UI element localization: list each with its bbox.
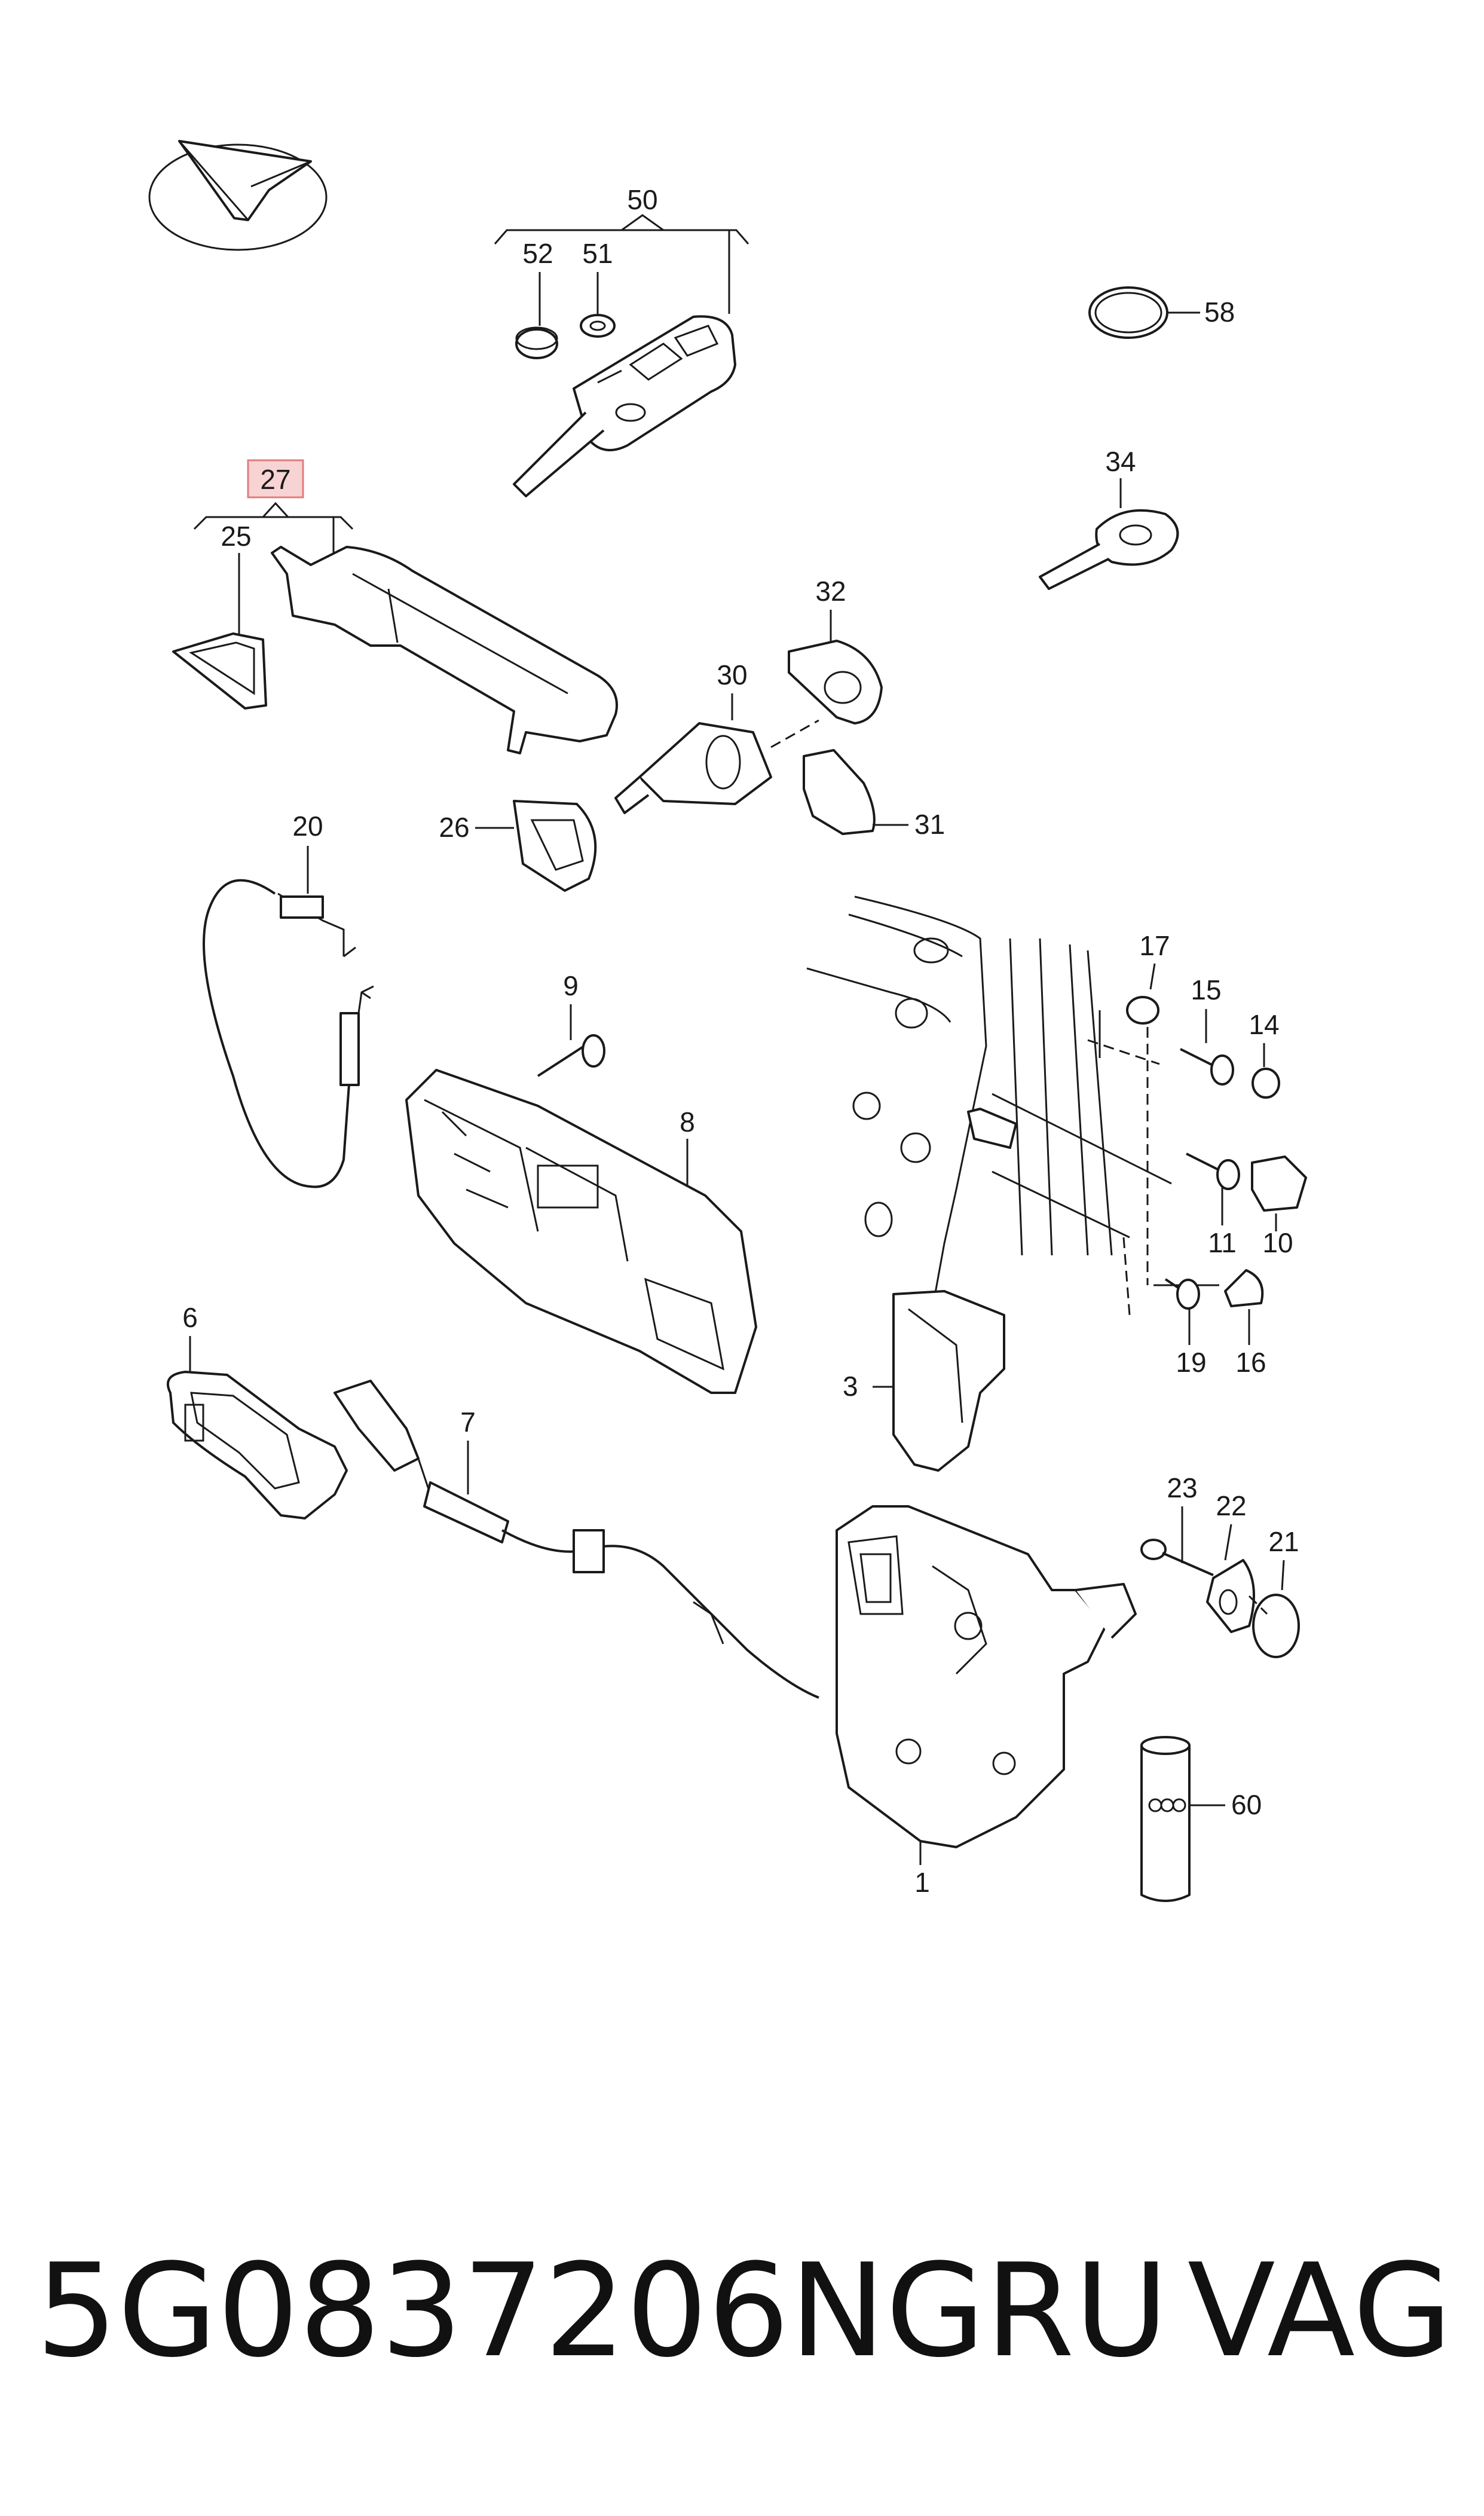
callout-16: 16 (1235, 1347, 1266, 1378)
cylinder-seal: 26 (439, 800, 597, 892)
exterior-door-handle (271, 546, 618, 754)
callout-6: 6 (182, 1302, 198, 1333)
callout-30: 30 (717, 659, 747, 690)
cap (1252, 1068, 1280, 1099)
callout-7: 7 (460, 1407, 476, 1438)
coin-battery (515, 328, 558, 359)
callout-17: 17 (1139, 930, 1170, 961)
callout-26: 26 (439, 812, 469, 843)
cover-cap (1251, 1155, 1307, 1212)
door-lock: 1 (836, 1505, 1137, 1898)
direction-arrow-icon (148, 140, 328, 251)
handle-trim: 31 (803, 749, 945, 840)
handle-carrier: 8 (405, 1069, 757, 1394)
interior-door-handle: 6 (166, 1302, 348, 1520)
lock-bracket: 3 (843, 1290, 1005, 1472)
screw: 9 (537, 970, 605, 1077)
callout-23: 23 (1167, 1472, 1197, 1503)
release-cable: 7 (333, 1380, 819, 1699)
emergency-key: 34 (1039, 446, 1179, 590)
callout-11: 11 (1208, 1227, 1237, 1258)
door-frame (806, 895, 1219, 1316)
fasteners: 17 15 14 11 10 19 16 (1126, 930, 1307, 1378)
callout-21: 21 (1268, 1526, 1299, 1557)
brand-label: VAG (1187, 2235, 1452, 2386)
callout-32: 32 (815, 576, 846, 607)
remote-key-fob (513, 315, 736, 497)
callout-58: 58 (1204, 296, 1235, 328)
callout-22: 22 (1216, 1490, 1246, 1521)
lubricant-can: 60 (1140, 1736, 1262, 1902)
lock-cylinder: 30 (614, 659, 819, 814)
washer (580, 314, 616, 338)
exploded-parts-diagram: 50 52 51 58 34 (148, 140, 1307, 1902)
callout-51: 51 (582, 238, 613, 269)
remote-key-group: 50 52 51 (494, 184, 749, 497)
highlighted-callout-box (247, 459, 304, 499)
callout-3: 3 (843, 1371, 858, 1402)
callout-10: 10 (1262, 1227, 1293, 1258)
exterior-handle-group: 27 25 (172, 459, 618, 754)
plug (1126, 996, 1159, 1025)
callout-19: 19 (1176, 1347, 1206, 1378)
callout-15: 15 (1191, 974, 1221, 1005)
callout-31: 31 (914, 809, 945, 840)
callout-8: 8 (680, 1106, 695, 1138)
striker-parts: 23 22 21 (1140, 1472, 1300, 1658)
callout-25: 25 (221, 521, 251, 552)
callout-27: 27 (260, 464, 290, 495)
o-ring: 58 (1088, 286, 1235, 339)
part-number: 5G0837206NGRU (36, 2235, 1169, 2386)
handle-cap-cover: 32 (788, 576, 883, 724)
callout-52: 52 (522, 238, 553, 269)
callout-14: 14 (1249, 1009, 1279, 1040)
footer: 5G0837206NGRU VAG (36, 2212, 1452, 2409)
callout-34: 34 (1105, 446, 1136, 477)
callout-1: 1 (914, 1867, 930, 1898)
callout-60: 60 (1231, 1789, 1262, 1820)
callout-9: 9 (563, 970, 579, 1001)
callout-50: 50 (627, 184, 657, 215)
bowden-cable: 20 (203, 811, 374, 1188)
callout-20: 20 (292, 811, 323, 842)
striker-cover (1252, 1594, 1300, 1658)
clip (1224, 1269, 1264, 1307)
